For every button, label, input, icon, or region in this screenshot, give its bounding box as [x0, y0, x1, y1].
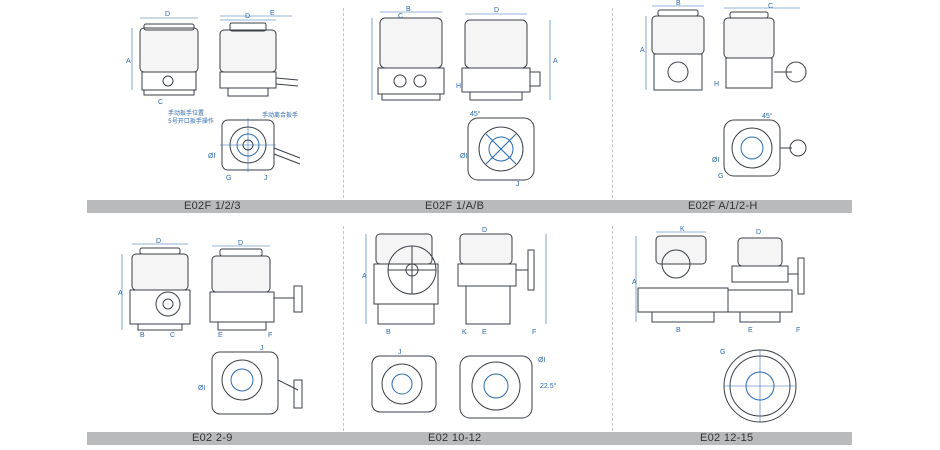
actuator-drawing: D A B C D E F ØI J	[118, 238, 303, 415]
actuator-drawing: D A C D E ØI G J	[126, 10, 301, 182]
dim-label-b: B	[406, 6, 411, 13]
dim-label-b: B	[140, 332, 145, 339]
dim-label-f: F	[268, 332, 272, 339]
annotation-line-1: 手动扳手位置	[168, 110, 205, 117]
dim-label-phi-i: ØI	[198, 385, 205, 392]
dim-label-c: C	[768, 3, 773, 10]
caption-e02f-a12h: E02F A/1/2-H	[688, 200, 758, 212]
caption-e02-2-9: E02 2-9	[192, 432, 233, 444]
actuator-drawing: B A C H 45° ØI G	[640, 0, 807, 180]
dim-label-phi-i: ØI	[208, 153, 215, 160]
actuator-drawing: B C D A H 45° ØI J	[371, 6, 558, 188]
caption-e02f-123: E02F 1/2/3	[184, 200, 241, 212]
diagram-e02f-a12h: B A C H 45° ØI G	[640, 0, 830, 198]
dim-label-b: B	[386, 329, 391, 336]
annotation-manual-clutch: 手动离合扳手	[262, 112, 299, 119]
dim-label-k: K	[680, 226, 685, 233]
dim-label-a: A	[632, 279, 637, 286]
dim-label-d: D	[494, 7, 499, 14]
actuator-drawing: A B D K E F J ØI 22.5°	[362, 227, 557, 419]
dim-label-phi-i: ØI	[712, 157, 719, 164]
dim-label-g: G	[226, 175, 231, 182]
dim-label-phi-i: ØI	[538, 357, 545, 364]
dim-label-e: E	[218, 332, 223, 339]
dim-label-c: C	[170, 332, 175, 339]
diagram-e02-12-15: K A B D E F G	[632, 226, 832, 428]
actuator-drawing: K A B D E F G	[632, 226, 805, 423]
dim-label-d: D	[482, 227, 487, 234]
dim-label-angle: 22.5°	[540, 382, 557, 390]
separator-2	[612, 8, 613, 208]
dim-label-j: J	[516, 181, 520, 188]
dim-label-e: E	[748, 327, 753, 334]
diagram-e02f-1ab: B C D A H 45° ØI J	[370, 6, 600, 198]
dim-label-angle: 45°	[762, 112, 773, 120]
diagram-e02-10-12: A B D K E F J ØI 22.5°	[362, 227, 602, 428]
dim-label-a: A	[118, 290, 123, 297]
dim-label-h: H	[714, 81, 719, 88]
dim-label-j: J	[264, 175, 268, 182]
dim-label-e: E	[270, 10, 275, 17]
dim-label-f: F	[532, 329, 536, 336]
caption-bar-top	[87, 200, 852, 213]
dim-label-c: C	[398, 13, 403, 20]
dim-label-angle: 45°	[470, 110, 481, 118]
diagram-e02f-123: D A C D E ØI G J 手动	[120, 8, 340, 198]
dim-label-h: H	[456, 83, 461, 90]
dim-label-b: B	[676, 327, 681, 334]
dim-label-c: C	[158, 99, 163, 106]
annotation-line-2: 5号开口扳手操作	[168, 118, 214, 125]
diagram-e02-2-9: D A B C D E F ØI J	[118, 238, 338, 425]
separator-1	[343, 8, 344, 208]
caption-e02-12-15: E02 12-15	[700, 432, 754, 444]
dim-label-a: A	[362, 273, 367, 280]
dim-label-a: A	[126, 58, 131, 65]
dim-label-d: D	[156, 238, 161, 245]
dim-label-j: J	[398, 349, 402, 356]
dim-label-e: E	[482, 329, 487, 336]
dim-label-a: A	[553, 58, 558, 65]
dim-label-d-side: D	[245, 13, 250, 20]
dim-label-g: G	[718, 173, 723, 180]
dim-label-d-side: D	[238, 240, 243, 247]
dim-label-g: G	[720, 349, 725, 356]
dim-label-d: D	[756, 229, 761, 236]
caption-e02-10-12: E02 10-12	[428, 432, 482, 444]
dim-label-k: K	[462, 329, 467, 336]
separator-4	[612, 226, 613, 436]
dim-label-b: B	[676, 0, 681, 7]
dim-label-a: A	[640, 47, 645, 54]
separator-3	[343, 226, 344, 436]
dim-label-f: F	[796, 327, 800, 334]
dim-label-d: D	[165, 11, 170, 18]
dim-label-phi-i: ØI	[460, 153, 467, 160]
dim-label-j: J	[260, 345, 264, 352]
annotation-manual-position: 手动扳手位置 5号开口扳手操作	[168, 110, 214, 126]
caption-bar-bottom	[87, 432, 852, 445]
caption-e02f-1ab: E02F 1/A/B	[425, 200, 485, 212]
